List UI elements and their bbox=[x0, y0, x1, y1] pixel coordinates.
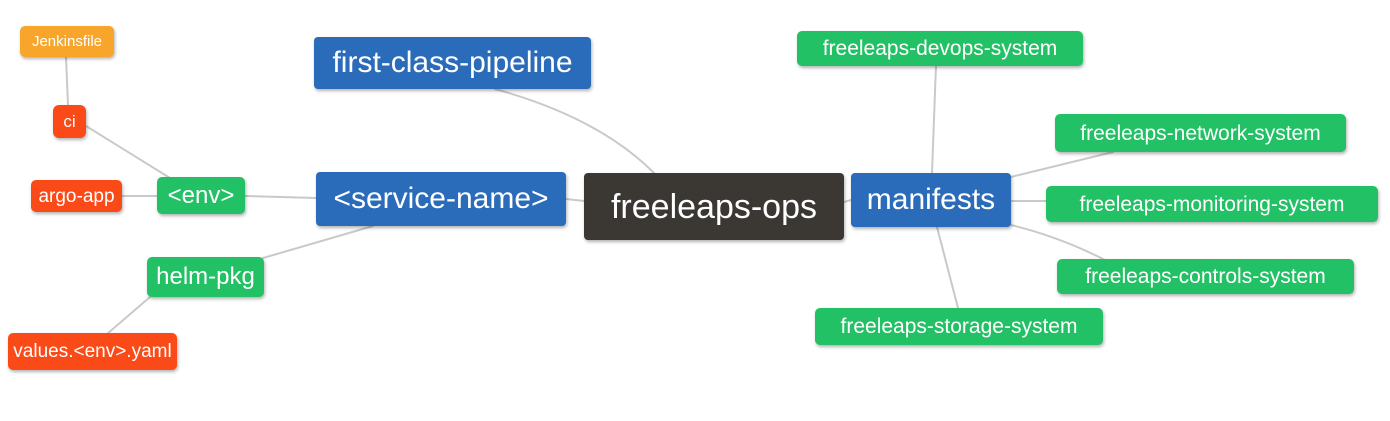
mindmap-node-jenkinsfile[interactable]: Jenkinsfile bbox=[20, 26, 114, 57]
edge-service-name-freeleaps-ops bbox=[565, 198, 585, 202]
edge-pipeline-freeleaps-ops bbox=[494, 88, 656, 175]
edge-ci-env bbox=[85, 125, 171, 179]
edge-env-service-name bbox=[244, 195, 317, 199]
mindmap-node-values-env-yaml[interactable]: values.<env>.yaml bbox=[8, 333, 177, 370]
mindmap-node-ci[interactable]: ci bbox=[53, 105, 86, 138]
edge-manifests-controls bbox=[1010, 224, 1106, 261]
edge-jenkinsfile-ci bbox=[65, 56, 69, 106]
mindmap-node-argo-app[interactable]: argo-app bbox=[31, 180, 122, 212]
mindmap-node-manifests[interactable]: manifests bbox=[851, 173, 1011, 227]
mindmap-node-storage-system[interactable]: freeleaps-storage-system bbox=[815, 308, 1103, 345]
edge-service-name-helm-pkg bbox=[262, 225, 374, 259]
edge-manifests-devops bbox=[931, 64, 937, 174]
edge-helm-pkg-values bbox=[106, 296, 151, 335]
mindmap-node-first-class-pipeline[interactable]: first-class-pipeline bbox=[314, 37, 591, 89]
mindmap-node-devops-system[interactable]: freeleaps-devops-system bbox=[797, 31, 1083, 66]
edge-manifests-network bbox=[1010, 151, 1114, 178]
mindmap-node-env[interactable]: <env> bbox=[157, 177, 245, 214]
edge-manifests-storage bbox=[936, 226, 959, 309]
mindmap-node-controls-system[interactable]: freeleaps-controls-system bbox=[1057, 259, 1354, 294]
mindmap-node-freeleaps-ops[interactable]: freeleaps-ops bbox=[584, 173, 844, 240]
mindmap-node-monitoring-system[interactable]: freeleaps-monitoring-system bbox=[1046, 186, 1378, 222]
mindmap-node-helm-pkg[interactable]: helm-pkg bbox=[147, 257, 264, 297]
mindmap-node-network-system[interactable]: freeleaps-network-system bbox=[1055, 114, 1346, 152]
mindmap-node-service-name[interactable]: <service-name> bbox=[316, 172, 566, 226]
edge-freeleaps-ops-manifests bbox=[843, 199, 852, 203]
